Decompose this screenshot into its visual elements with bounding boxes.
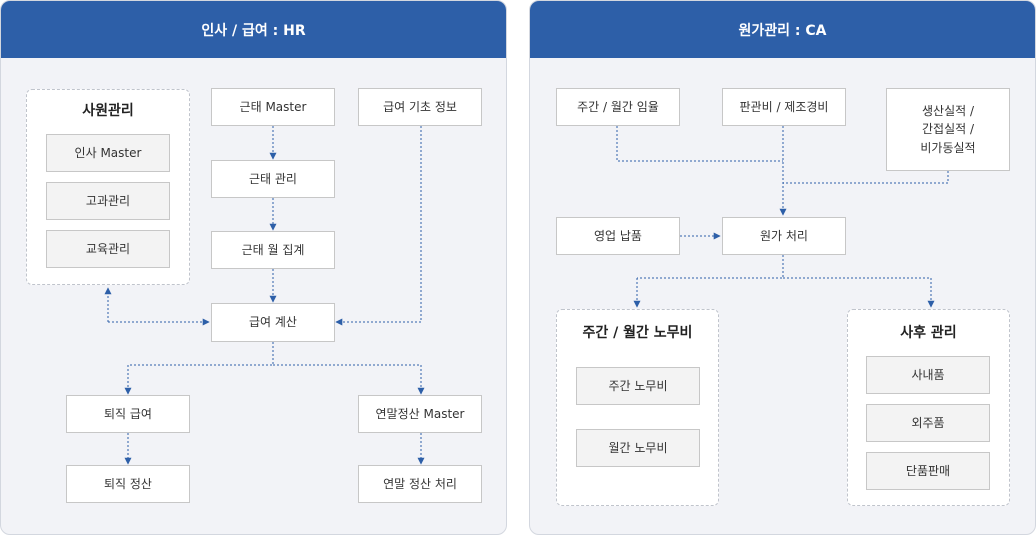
edge-cost-split xyxy=(637,255,931,279)
severance-settlement-node: 퇴직 정산 xyxy=(66,465,190,503)
labor-cost-group: 주간 / 월간 노무비 xyxy=(556,309,719,506)
employee-management-title: 사원관리 xyxy=(82,103,134,119)
sales-delivery-node: 영업 납품 xyxy=(556,217,680,255)
training-node: 교육관리 xyxy=(46,230,170,268)
wage-rate-node: 주간 / 월간 임율 xyxy=(556,88,680,126)
severance-pay-node: 퇴직 급여 xyxy=(66,395,190,433)
performance-line-1: 생산실적 / xyxy=(921,103,975,118)
performance-line-3: 비가동실적 xyxy=(920,140,976,155)
cost-processing-node: 원가 처리 xyxy=(722,217,846,255)
pay-calculation-node: 급여 계산 xyxy=(211,303,335,342)
yearend-processing-node: 연말 정산 처리 xyxy=(358,465,482,503)
hr-panel-title: 인사 / 급여 : HR xyxy=(1,1,506,58)
pay-basic-info-node: 급여 기초 정보 xyxy=(358,88,482,126)
ca-panel-title: 원가관리 : CA xyxy=(530,1,1035,58)
monthly-labor-cost-node: 월간 노무비 xyxy=(576,429,700,467)
attendance-monthly-node: 근태 월 집계 xyxy=(211,231,335,269)
outsourced-product-node: 외주품 xyxy=(866,404,990,442)
edge-pay-basic-to-pay-calc xyxy=(335,126,422,326)
edge-performance-to-merge xyxy=(783,171,949,184)
performance-node: 생산실적 / 간접실적 / 비가동실적 xyxy=(886,88,1010,171)
edge-pay-calc-split xyxy=(128,342,421,366)
attendance-master-node: 근태 Master xyxy=(211,88,335,126)
performance-line-2: 간접실적 / xyxy=(921,122,975,137)
single-item-sales-node: 단품판매 xyxy=(866,452,990,490)
hr-master-node: 인사 Master xyxy=(46,134,170,172)
edge-wage-rate-to-merge xyxy=(616,126,783,162)
in-house-product-node: 사내품 xyxy=(866,356,990,394)
weekly-labor-cost-node: 주간 노무비 xyxy=(576,367,700,405)
appraisal-node: 고과관리 xyxy=(46,182,170,220)
attendance-management-node: 근태 관리 xyxy=(211,160,335,198)
yearend-master-node: 연말정산 Master xyxy=(358,395,482,433)
labor-cost-title: 주간 / 월간 노무비 xyxy=(582,325,693,341)
after-management-title: 사후 관리 xyxy=(900,325,957,341)
sga-mfg-expense-node: 판관비 / 제조경비 xyxy=(722,88,846,126)
